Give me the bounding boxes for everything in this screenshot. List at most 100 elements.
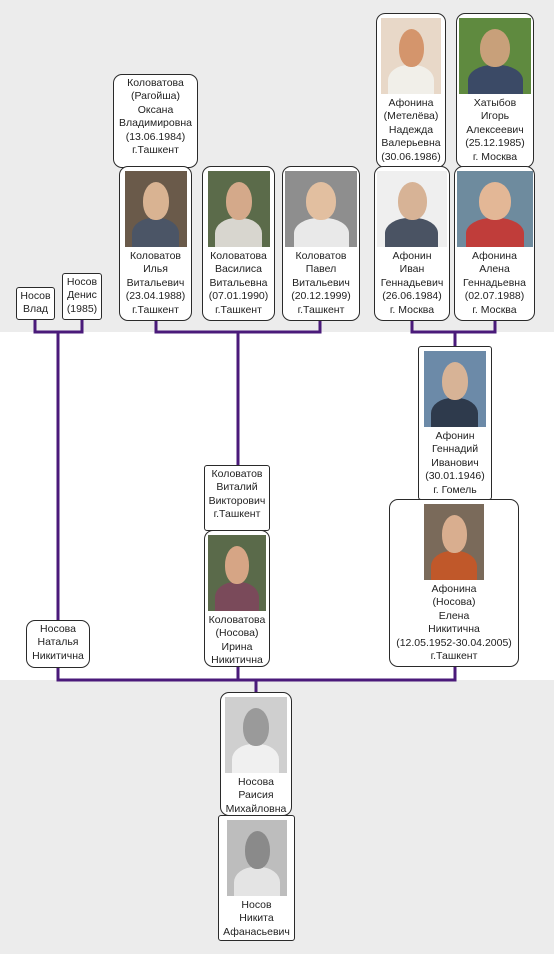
- person-text-line: (Метелёва): [383, 110, 439, 123]
- person-text-line: Никитична: [428, 623, 480, 636]
- person-text-line: Носов: [241, 899, 272, 911]
- person-text-line: Василиса: [214, 263, 263, 276]
- person-text-line: Денис: [67, 289, 97, 302]
- person-text-line: Афонин: [435, 430, 475, 442]
- person-text-line: (1985): [66, 302, 98, 315]
- person-text-line: Коловатов: [211, 468, 263, 480]
- person-text-line: г.Ташкент: [215, 303, 262, 316]
- person-text-line: Игорь: [480, 110, 510, 123]
- portrait-face: [478, 182, 511, 220]
- person-text-line: (13.06.1984): [125, 130, 186, 143]
- person-text-line: (30.01.1946): [425, 470, 485, 483]
- portrait-photo: [459, 18, 531, 94]
- person-text-line: Носова: [40, 623, 76, 635]
- portrait-shoulders: [465, 218, 524, 247]
- person-text-line: (12.05.1952-30.04.2005): [396, 636, 512, 649]
- portrait-shoulders: [294, 218, 349, 247]
- portrait-face: [480, 29, 510, 67]
- person-text-line: Афанасьевич: [223, 925, 290, 938]
- portrait-face: [142, 182, 169, 220]
- person-text-line: (07.01.1990): [208, 290, 269, 303]
- person-text-line: Никита: [239, 912, 274, 925]
- person-text-line: Витальевна: [209, 276, 268, 289]
- person-text-line: (20.12.1999): [291, 290, 351, 303]
- portrait-face: [244, 831, 270, 869]
- person-text-line: (23.04.1988): [125, 290, 186, 303]
- portrait-photo: [225, 697, 287, 773]
- person-text-line: Коловатов: [295, 250, 347, 262]
- portrait-photo: [424, 351, 486, 427]
- person-text-line: Коловатов: [130, 250, 181, 262]
- portrait-shoulders: [431, 398, 478, 427]
- person-text-line: Афонина: [472, 250, 517, 262]
- person-text-line: г.Ташкент: [132, 144, 179, 157]
- person-text-line: г.Ташкент: [430, 650, 478, 663]
- portrait-face: [243, 708, 269, 746]
- person-text-line: Афонина: [431, 583, 477, 595]
- person-text-line: Никитична: [32, 649, 84, 662]
- portrait-shoulders: [215, 582, 259, 611]
- portrait-photo: [381, 18, 441, 94]
- person-text-line: г. Гомель: [433, 483, 477, 496]
- portrait-photo: [208, 535, 266, 611]
- person-text-line: (02.07.1988): [464, 290, 525, 303]
- person-text-line: Геннадьевич: [380, 276, 444, 289]
- portrait-shoulders: [214, 218, 262, 247]
- portrait-shoulders: [431, 551, 477, 580]
- person-text-line: (30.06.1986): [381, 150, 441, 163]
- person-text-line: г. Москва: [472, 303, 517, 316]
- person-text-line: Викторович: [208, 494, 266, 507]
- person-text-line: г.Ташкент: [297, 303, 345, 316]
- person-text-line: Геннадий: [431, 443, 479, 456]
- portrait-photo: [285, 171, 357, 247]
- portrait-shoulders: [388, 65, 434, 94]
- person-text-line: Наталья: [37, 636, 79, 649]
- person-text-line: (Носова): [215, 627, 259, 640]
- person-text-line: г.Ташкент: [213, 508, 261, 521]
- person-text-line: Надежда: [388, 123, 434, 136]
- person-text-line: Виталий: [216, 481, 258, 494]
- person-text-line: Витальевич: [126, 276, 185, 289]
- person-text-line: Никитична: [211, 654, 263, 667]
- portrait-face: [442, 515, 467, 553]
- person-text-line: г. Москва: [472, 150, 518, 163]
- person-text-line: (26.06.1984): [382, 290, 442, 303]
- person-text-line: Носов: [66, 276, 98, 288]
- person-text-line: Павел: [305, 263, 337, 276]
- portrait-shoulders: [468, 65, 523, 94]
- person-text-line: г. Москва: [389, 303, 435, 316]
- portrait-face: [225, 182, 252, 220]
- person-text-line: Афонин: [392, 250, 432, 262]
- person-text-line: Носова: [238, 776, 274, 788]
- person-text-line: Оксана: [137, 103, 174, 116]
- person-text-line: Влад: [22, 303, 49, 316]
- person-text-line: Елена: [438, 609, 470, 622]
- person-text-line: Носов: [20, 290, 51, 302]
- person-text-line: (Рагойша): [130, 90, 181, 103]
- portrait-photo: [124, 171, 187, 247]
- person-text-line: (Носова): [432, 596, 476, 609]
- person-text-line: Алена: [479, 263, 510, 276]
- person-text-line: Владимировна: [119, 117, 192, 130]
- person-text-line: Раисия: [238, 789, 274, 802]
- person-text-line: Иван: [399, 263, 425, 276]
- person-text-line: Коловатова: [208, 614, 266, 626]
